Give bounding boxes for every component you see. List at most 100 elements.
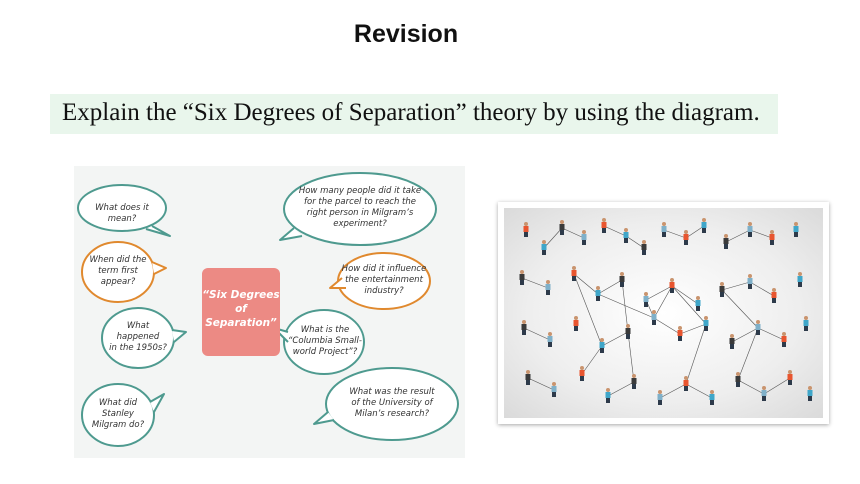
- network-link: [685, 383, 713, 399]
- network-link: [749, 229, 773, 239]
- slide-title: Revision: [353, 20, 459, 48]
- person-icon: [571, 266, 577, 281]
- person-icon: [541, 240, 547, 255]
- person-icon: [729, 334, 735, 349]
- person-icon: [761, 386, 767, 401]
- network-link: [721, 289, 759, 329]
- person-icon: [547, 332, 553, 347]
- network-link: [663, 229, 687, 239]
- network-link: [627, 331, 635, 383]
- people-network-svg: [519, 218, 813, 405]
- person-icon: [619, 272, 625, 287]
- person-icon: [723, 234, 729, 249]
- network-link: [763, 377, 791, 395]
- network-link: [527, 377, 555, 391]
- network-link: [671, 285, 707, 325]
- network-link: [731, 327, 759, 343]
- person-icon: [709, 390, 715, 405]
- network-illustration: [504, 208, 823, 418]
- network-link: [685, 323, 707, 385]
- network-link: [581, 345, 603, 375]
- prompt-highlight: [50, 94, 778, 134]
- person-icon: [747, 222, 753, 237]
- bubble-what-does-it-mean: [77, 184, 171, 237]
- question-how-many-people: How many people did it take for the parc…: [298, 186, 422, 229]
- network-link: [597, 293, 655, 319]
- prompt-text: Explain the “Six Degrees of Separation” …: [62, 99, 760, 126]
- question-entertainment: How did it influence the entertainment i…: [341, 264, 427, 296]
- person-icon: [683, 376, 689, 391]
- network-link: [523, 327, 551, 341]
- person-icon: [599, 338, 605, 353]
- center-line-2: of: [235, 303, 247, 315]
- mind-map-bubbles: [77, 172, 459, 447]
- person-icon: [747, 274, 753, 289]
- person-icon: [793, 222, 799, 237]
- person-icon: [643, 292, 649, 307]
- person-icon: [559, 220, 565, 235]
- network-link: [561, 227, 585, 239]
- network-image-frame: [498, 202, 829, 424]
- bubble-1950s: [101, 307, 187, 369]
- person-icon: [677, 326, 683, 341]
- person-icon: [735, 372, 741, 387]
- person-icon: [573, 316, 579, 331]
- network-link: [749, 281, 775, 297]
- network-link: [737, 327, 759, 381]
- person-icon: [657, 390, 663, 405]
- person-icon: [651, 310, 657, 325]
- question-1950s: What happened in the 1950s?: [109, 321, 167, 353]
- person-icon: [771, 288, 777, 303]
- bubble-milan: [313, 367, 459, 441]
- person-icon: [595, 286, 601, 301]
- question-columbia: What is the “Columbia Small- world Proje…: [288, 325, 362, 357]
- bubble-when-term-appear: [81, 241, 167, 303]
- network-link: [625, 235, 645, 249]
- person-icon: [683, 230, 689, 245]
- question-milan: What was the result of the University of…: [349, 387, 435, 419]
- network-link: [621, 279, 629, 333]
- person-icon: [623, 228, 629, 243]
- bubble-stanley-milgram: [81, 383, 165, 447]
- center-line-1: “Six Degrees: [202, 289, 280, 301]
- person-icon: [521, 320, 527, 335]
- person-icon: [605, 388, 611, 403]
- network-link: [573, 273, 603, 347]
- network-link: [725, 229, 751, 243]
- network-link: [597, 279, 623, 295]
- question-what-does-it-mean: What does it mean?: [95, 203, 149, 224]
- person-icon: [551, 382, 557, 397]
- person-icon: [625, 324, 631, 339]
- bubble-entertainment: [329, 252, 431, 310]
- mind-map: “Six Degrees of Separation” What does it…: [74, 166, 465, 458]
- network-link: [679, 323, 707, 335]
- center-line-3: Separation”: [205, 317, 277, 329]
- person-icon: [641, 240, 647, 255]
- network-link: [521, 277, 549, 289]
- network-link: [543, 227, 563, 249]
- person-icon: [797, 272, 803, 287]
- network-link: [601, 331, 629, 347]
- network-link: [573, 273, 599, 295]
- person-icon: [781, 332, 787, 347]
- network-link: [607, 381, 635, 397]
- network-link: [721, 281, 751, 291]
- person-icon: [787, 370, 793, 385]
- network-link: [653, 285, 673, 319]
- person-icon: [525, 370, 531, 385]
- bubble-how-many-people: [279, 172, 437, 246]
- person-icon: [545, 280, 551, 295]
- center-topic-box: [202, 268, 280, 356]
- network-link: [671, 285, 699, 305]
- person-icon: [661, 222, 667, 237]
- person-icon: [695, 296, 701, 311]
- network-link: [645, 285, 673, 301]
- person-icon: [579, 366, 585, 381]
- network-link: [653, 317, 681, 335]
- person-icon: [601, 218, 607, 233]
- person-icon: [803, 316, 809, 331]
- question-when-term-appear: When did the term first appear?: [89, 255, 147, 287]
- center-topic-text: “Six Degrees of Separation”: [202, 288, 280, 330]
- person-icon: [519, 270, 525, 285]
- person-icon: [769, 230, 775, 245]
